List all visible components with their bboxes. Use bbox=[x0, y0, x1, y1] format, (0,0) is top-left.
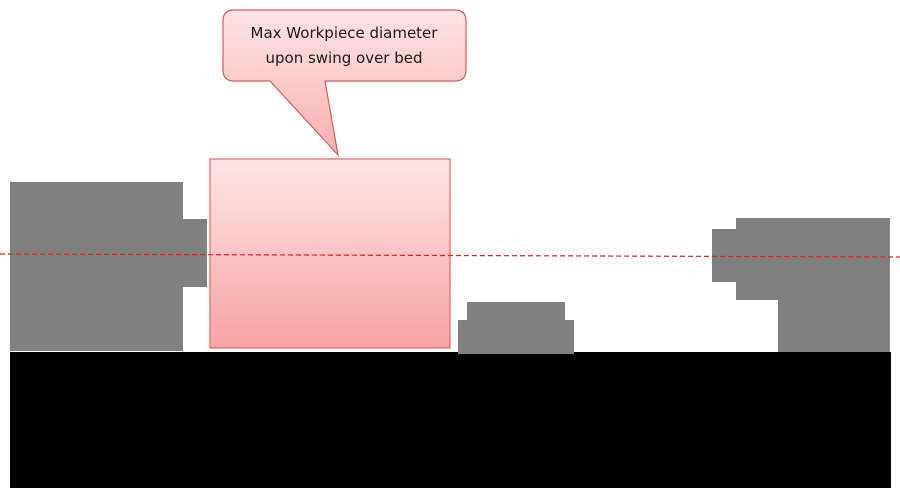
tailstock-body bbox=[778, 218, 890, 352]
carriage-base bbox=[458, 320, 574, 354]
callout-text: Max Workpiece diameter upon swing over b… bbox=[222, 12, 466, 80]
headstock bbox=[10, 182, 183, 351]
workpiece bbox=[209, 158, 451, 349]
tailstock-quill bbox=[712, 229, 736, 282]
callout-bubble bbox=[222, 9, 467, 157]
lathe-bed bbox=[10, 352, 891, 488]
callout-line-1: Max Workpiece diameter bbox=[250, 24, 438, 42]
tailstock-sleeve bbox=[736, 218, 778, 300]
callout-line-2: upon swing over bed bbox=[265, 49, 423, 67]
center-line bbox=[0, 253, 900, 258]
spindle-nose bbox=[183, 219, 207, 287]
carriage-top bbox=[467, 302, 565, 320]
